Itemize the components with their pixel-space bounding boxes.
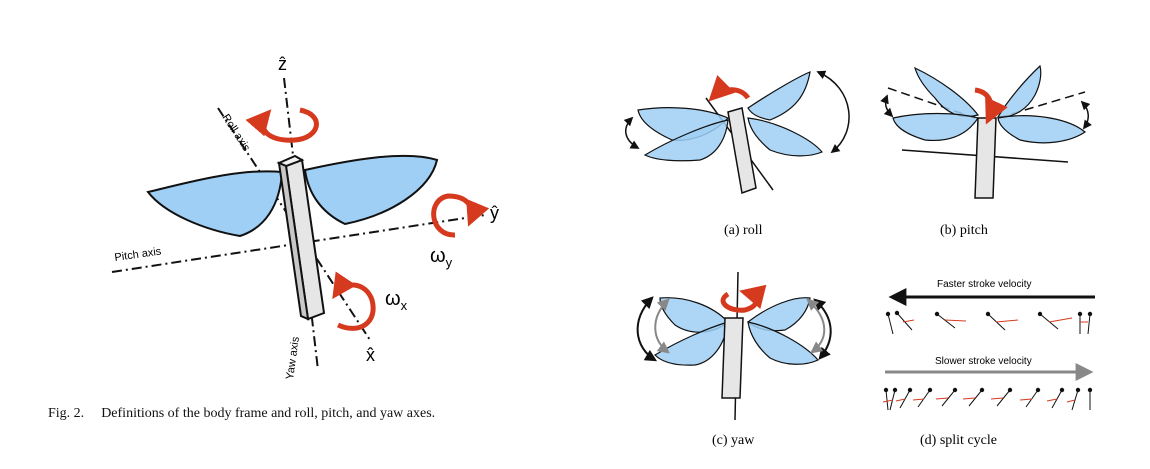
panel-split-cycle: Faster stroke velocity Slower stroke vel… [882,279,1095,411]
panel-yaw [636,271,832,421]
roll-body [727,107,757,195]
roll-axis-label: Roll axis [219,112,252,154]
pitch-right-arrow [1080,100,1092,130]
roll-right-swing-arrow [816,70,850,154]
yaw-left-gray-arrow [654,298,670,354]
yaw-wing-left-lower [654,321,729,366]
figure-number: Fig. 2. [48,406,85,421]
pitch-body [974,117,997,199]
x-rotation-arrow [332,271,376,331]
pitch-wing-left-upper [914,66,980,118]
faster-stroke-snapshots [885,310,1093,335]
body-side-face [277,161,310,321]
slower-stroke-snapshots [882,387,1093,411]
omega-x-label: ωx [385,288,408,313]
caption-split-cycle: (d) split cycle [920,433,997,448]
roll-red-arrow [708,75,751,102]
panel-roll [623,70,850,195]
caption-yaw: (c) yaw [712,433,755,448]
faster-stroke-label: Faster stroke velocity [937,279,1031,290]
z-rotation-arrow [245,107,319,143]
caption-pitch: (b) pitch [940,223,988,238]
x-axis-label: x̂ [366,345,375,365]
figure-caption-text: Definitions of the body frame and roll, … [101,406,436,421]
roll-left-swing-arrow [623,116,640,149]
roll-axis-line [217,107,371,341]
roll-wing-right-lower [747,117,823,157]
y-rotation-arrow [431,193,490,238]
yaw-body [721,317,744,399]
yaw-axis-label: Yaw axis [284,335,302,380]
roll-wing-right-upper [747,71,811,121]
roll-wing-left-lower [643,119,729,162]
z-axis-label: ẑ [278,54,287,74]
y-axis-label: ŷ [490,203,499,223]
yaw-wing-right-lower [747,321,819,365]
right-wing [303,154,439,226]
omega-y-label: ωy [430,245,453,270]
panel-pitch [880,64,1092,199]
yaw-right-gray-arrow [806,298,826,354]
caption-roll: (a) roll [724,223,763,238]
pitch-red-arrow [974,87,1008,125]
pitch-wing-right-upper [996,64,1042,118]
slower-stroke-label: Slower stroke velocity [935,356,1032,367]
left-wing [146,170,284,238]
yaw-red-arrow [720,284,767,313]
pitch-axis-label: Pitch axis [114,245,163,264]
figure-caption: Fig. 2. Definitions of the body frame an… [48,406,435,422]
yaw-left-black-arrow [636,296,658,362]
pitch-left-arrow [880,94,894,118]
body-frame-diagram: ẑ ŷ x̂ ωy ωx Roll axis Pitch axis Yaw ax… [111,54,499,380]
pitch-wing-right-lower [997,115,1087,144]
pitch-wing-left-lower [892,112,979,142]
